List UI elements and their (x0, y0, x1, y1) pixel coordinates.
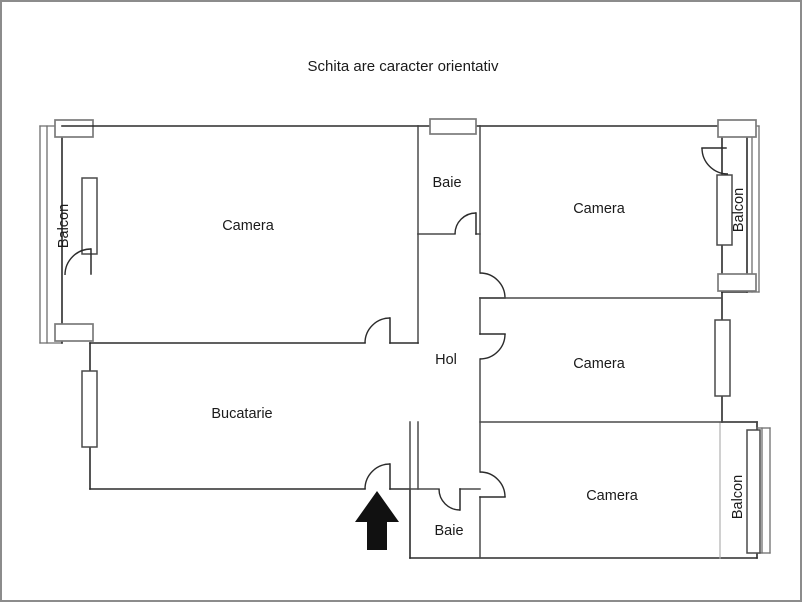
page-title: Schita are caracter orientativ (308, 58, 499, 75)
door-arc-baie-bottom (438, 488, 461, 511)
room-label-camera-top-right: Camera (573, 201, 626, 217)
window-east-camera-middle (714, 319, 731, 397)
balcony-top-right-group: Balcon (701, 119, 760, 293)
window-west-bucatarie (81, 370, 98, 448)
door-arc-baie-top (454, 212, 477, 235)
room-label-hol: Hol (435, 352, 457, 368)
door-arc-camera-top-left (364, 317, 391, 344)
room-label-baie-top: Baie (432, 175, 461, 191)
room-label-bucatarie: Bucatarie (211, 406, 272, 422)
door-arc-camera-middle-right (479, 333, 506, 360)
window-balcony-tr-bottom (717, 273, 757, 292)
room-label-camera-middle-right: Camera (573, 356, 626, 372)
exterior-walls (61, 125, 758, 559)
window-balcony-br-side (746, 429, 761, 554)
balcony-bottom-right-label: Balcon (730, 475, 746, 519)
room-label-camera-top-left: Camera (222, 218, 275, 234)
entrance-arrow-icon (355, 491, 399, 550)
room-label-camera-bottom-right: Camera (586, 488, 639, 504)
window-balcony-left-bottom (54, 323, 94, 342)
room-labels: Camera Bucatarie Baie Hol Baie Camera Ca… (211, 175, 638, 539)
interior-walls (89, 125, 758, 559)
window-balcony-left-side (81, 177, 98, 255)
door-arc-balcony-left (64, 248, 92, 276)
balcony-bottom-right-group: Balcon (719, 421, 771, 559)
door-arc-camera-top-right (479, 272, 506, 299)
balcony-left-group: Balcon (39, 119, 98, 344)
window-balcony-tr-top (717, 119, 757, 138)
window-balcony-left-top (54, 119, 94, 138)
window-north-baie (429, 118, 477, 135)
balcony-top-right-label: Balcon (731, 188, 747, 232)
door-arc-camera-bottom-right (479, 471, 506, 498)
door-arc-entrance (364, 463, 391, 490)
exterior-windows (81, 118, 731, 448)
door-arc-balcony-top-right (701, 147, 729, 175)
window-balcony-tr-side (716, 174, 733, 246)
balcony-left-label: Balcon (56, 204, 72, 248)
room-label-baie-bottom: Baie (434, 523, 463, 539)
entrance-marker (355, 491, 399, 550)
